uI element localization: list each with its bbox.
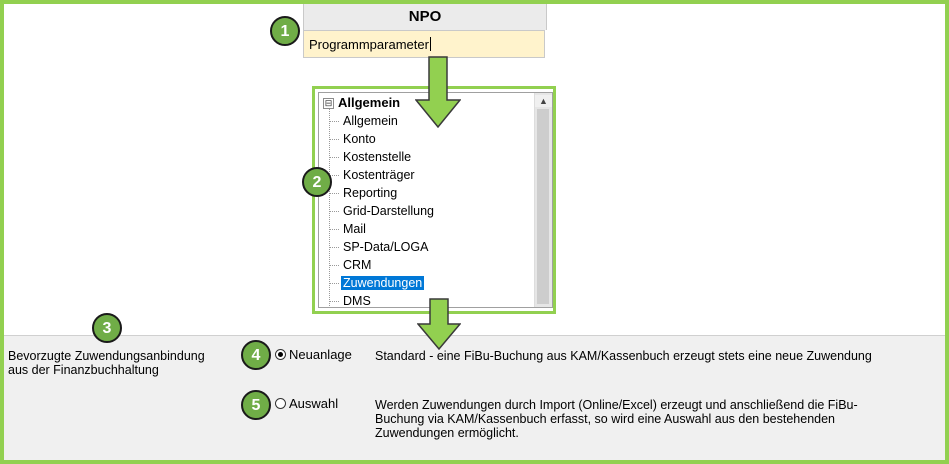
tree-item-dms[interactable]: DMS (329, 293, 373, 308)
option-description-auswahl: Werden Zuwendungen durch Import (Online/… (375, 398, 858, 440)
description-line: Buchung via KAM/Kassenbuch erfasst, so w… (375, 412, 836, 426)
tree-root-label: Allgemein (338, 95, 401, 110)
tree-item-kostenstelle[interactable]: Kostenstelle (329, 149, 413, 166)
tree-branch-line (329, 265, 339, 267)
radio-label: Neuanlage (289, 347, 352, 362)
settings-tree[interactable]: ⊟Allgemein Allgemein Konto Kostenstelle … (318, 92, 553, 308)
setting-label: Bevorzugte Zuwendungsanbindung aus der F… (8, 349, 205, 377)
down-arrow-icon (417, 298, 461, 350)
down-arrow-icon (415, 56, 461, 128)
tree-connector-line (329, 109, 330, 306)
collapse-icon[interactable]: ⊟ (323, 98, 334, 109)
text-cursor (429, 37, 431, 51)
tree-branch-line (329, 301, 339, 303)
tree-item-reporting[interactable]: Reporting (329, 185, 399, 202)
menu-item-programmparameter[interactable]: Programmparameter (303, 30, 545, 58)
radio-checked-icon[interactable] (275, 349, 286, 360)
radio-auswahl[interactable]: Auswahl (275, 396, 338, 411)
tree-item-label: Reporting (343, 186, 398, 200)
step-badge-1: 1 (270, 16, 300, 46)
tree-item-label: Konto (343, 132, 376, 146)
tree-root-allgemein[interactable]: ⊟ Allgemein (323, 95, 400, 110)
tree-scrollbar[interactable]: ▲ (534, 93, 552, 307)
tree-item-label: DMS (343, 294, 371, 308)
setting-label-line2: aus der Finanzbuchhaltung (8, 363, 159, 377)
tree-item-konto[interactable]: Konto (329, 131, 378, 148)
radio-neuanlage[interactable]: Neuanlage (275, 347, 352, 362)
tree-item-label: Mail (343, 222, 366, 236)
tree-item-label: Grid-Darstellung (343, 204, 435, 218)
tree-item-sp-data-loga[interactable]: SP-Data/LOGA (329, 239, 430, 256)
tree-branch-line (329, 121, 339, 123)
tree-branch-line (329, 211, 339, 213)
tree-branch-line (329, 157, 339, 159)
description-line: Werden Zuwendungen durch Import (Online/… (375, 398, 858, 412)
tree-branch-line (329, 175, 339, 177)
option-description-neuanlage: Standard - eine FiBu-Buchung aus KAM/Kas… (375, 349, 872, 363)
setting-label-line1: Bevorzugte Zuwendungsanbindung (8, 349, 205, 363)
scroll-up-icon[interactable]: ▲ (535, 95, 552, 107)
step-badge-3: 3 (92, 313, 122, 343)
radio-unchecked-icon[interactable] (275, 398, 286, 409)
tree-branch-line (329, 193, 339, 195)
tree-item-allgemein[interactable]: Allgemein (329, 113, 400, 130)
settings-panel (4, 335, 945, 461)
step-badge-4: 4 (241, 340, 271, 370)
tree-branch-line (329, 139, 339, 141)
tree-item-zuwendungen[interactable]: Zuwendungen (329, 275, 425, 292)
step-badge-2: 2 (302, 167, 332, 197)
tree-branch-line (329, 247, 339, 249)
tree-item-kostentraeger[interactable]: Kostenträger (329, 167, 417, 184)
tree-item-label: SP-Data/LOGA (343, 240, 429, 254)
step-badge-5: 5 (241, 390, 271, 420)
tree-branch-line (329, 283, 339, 285)
menu-item-label: Programmparameter (309, 37, 429, 52)
scroll-thumb[interactable] (537, 109, 549, 304)
tree-item-label: Zuwendungen (341, 276, 425, 290)
radio-label: Auswahl (289, 396, 339, 411)
tree-item-label: Kostenträger (343, 168, 415, 182)
description-line: Zuwendungen ermöglicht. (375, 426, 519, 440)
tree-item-mail[interactable]: Mail (329, 221, 368, 238)
tree-item-crm[interactable]: CRM (329, 257, 373, 274)
tree-branch-line (329, 229, 339, 231)
tree-item-label: Kostenstelle (343, 150, 412, 164)
menu-header-npo[interactable]: NPO (303, 4, 547, 30)
tree-item-grid-darstellung[interactable]: Grid-Darstellung (329, 203, 436, 220)
tree-item-label: Allgemein (343, 114, 398, 128)
tree-item-label: CRM (343, 258, 372, 272)
